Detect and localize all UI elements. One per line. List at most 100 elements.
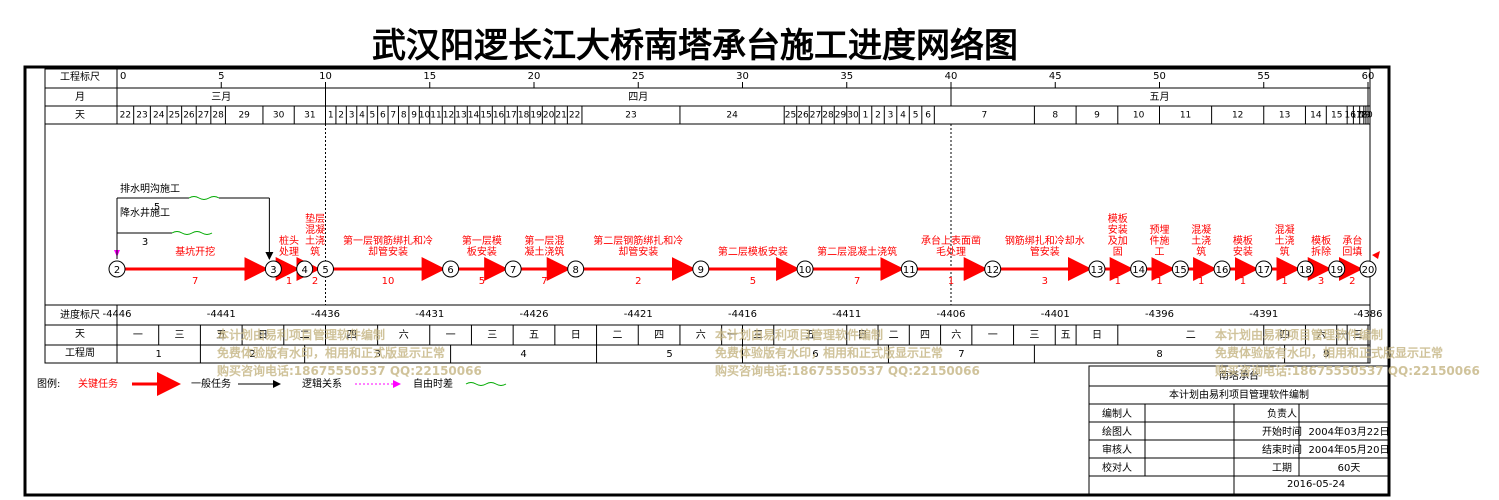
critical-task-name: 回填 [1342,245,1362,258]
event-node-number: 20 [1362,265,1375,276]
week-cell: 3 [374,349,380,360]
day-number: 25 [169,111,180,121]
day-number: 14 [1310,111,1322,121]
chart-title: 武汉阳逻长江大桥南塔承台施工进度网络图 [372,26,1018,66]
event-node [1088,260,1106,278]
day-number: 21 [555,111,566,121]
event-node [1359,260,1377,278]
critical-task-name: 拆除 [1311,245,1331,258]
progress-tick: -4436 [311,309,340,320]
weekday-cell: 一 [133,330,143,341]
event-node [1296,260,1314,278]
critical-task-duration: 5 [479,276,485,287]
event-node [504,260,522,278]
day-number: 28 [822,111,834,121]
event-node [567,260,585,278]
info-date: 2016-05-24 [1287,479,1345,490]
day-number: 7 [390,111,396,121]
event-node-number: 5 [322,265,328,276]
day-number: 27 [810,111,821,121]
scale-tick: 50 [1153,71,1166,82]
weekday-cell: 二 [889,330,899,341]
scale-tick: 30 [736,71,749,82]
day-number: 22 [120,111,131,121]
weekday-cell: 一 [727,330,737,341]
event-node [1130,260,1148,278]
weekday-cell: 六 [1316,329,1326,341]
critical-task-name: 处理 [279,246,299,258]
weekday-cell: 五 [529,330,539,341]
watermark-line: 本计划由易利项目管理软件编制 [217,328,386,342]
day-number: 4 [900,111,906,121]
critical-task-name: 混凝 [305,224,325,236]
critical-task-duration: 1 [286,276,292,287]
weekday-cell: 六 [399,329,409,341]
weekday-cell: 四 [1280,330,1290,341]
day-number: 29 [835,111,847,121]
critical-task-name: 工 [1155,247,1165,258]
info-row-label: 校对人 [1102,461,1132,474]
day-number: 15 [1331,111,1342,121]
weekday-cell: 五 [216,330,226,341]
event-node-number: 18 [1299,265,1312,276]
event-node [1213,260,1231,278]
event-node-number: 4 [301,265,307,276]
day-number: 22 [569,111,580,121]
weekday-cell: 二 [1186,330,1196,341]
day-number: 24 [153,111,165,121]
day-number: 18 [1356,111,1368,121]
day-number: 16 [1345,111,1357,121]
day-number: 1 [328,111,334,121]
progress-tick: -4446 [102,309,131,320]
info-row-value: 60天 [1338,463,1361,474]
event-node [442,260,460,278]
day-number: 13 [455,111,466,121]
info-row-value: 2004年03月22日 [1309,425,1390,438]
critical-task-name: 承台 [1342,234,1362,247]
critical-task-name: 及加 [1108,235,1128,247]
legend-free-float: 自由时差 [413,377,453,390]
event-node-number: 2 [114,265,120,276]
critical-task-name: 第二层钢筋绑扎和冷 [593,234,683,247]
week-cell: 6 [812,349,818,360]
day-number: 30 [273,111,285,121]
day-number: 11 [430,111,441,121]
weekday-cell: 二 [300,330,310,341]
legend-critical: 关键任务 [78,377,118,390]
progress-tick: -4386 [1353,309,1382,320]
critical-task-duration: 1 [1281,276,1287,287]
event-node-number: 12 [986,265,999,276]
event-node [1171,260,1189,278]
watermark: 本计划由易利项目管理软件编制免费体验版有水印，相用和正式版显示正常购买咨询电话:… [715,326,980,380]
scale-tick: 10 [319,71,332,82]
legend-normal: 一般任务 [191,377,231,390]
progress-tick: -4441 [207,309,236,320]
critical-task-duration: 1 [1156,276,1162,287]
event-node-number: 3 [270,265,276,276]
critical-task-name: 毛处理 [936,246,966,258]
weekday-cell: 六 [696,329,706,341]
critical-task-name: 第一层钢筋绑扎和冷 [343,234,433,247]
critical-task-duration: 2 [1349,276,1355,287]
day-number: 16 [493,111,505,121]
watermark-line: 免费体验版有水印，相用和正式版显示正常 [715,346,944,360]
outer-frame [23,65,1391,497]
watermark: 本计划由易利项目管理软件编制免费体验版有水印，相用和正式版显示正常购买咨询电话:… [217,326,482,380]
info-note: 本计划由易利项目管理软件编制 [1169,388,1309,401]
critical-task-duration: 3 [1318,276,1324,287]
critical-task-name: 筑 [1196,245,1206,258]
info-box [1088,365,1390,495]
scale-tick: 55 [1257,71,1270,82]
critical-task-name: 混凝 [1275,224,1295,236]
weekday-cell: 三 [753,330,763,341]
day-number: 3 [349,111,355,121]
event-node-number: 9 [698,265,704,276]
critical-task-name: 第一层模 [462,234,502,247]
day-number: 23 [625,111,636,121]
critical-task-duration: 7 [192,276,198,287]
day-number: 3 [888,111,894,121]
weekday-cell: 三 [1029,330,1039,341]
day-number: 9 [1094,111,1100,121]
scale-tick: 35 [840,71,853,82]
weekday-cell: 三 [1353,330,1363,341]
